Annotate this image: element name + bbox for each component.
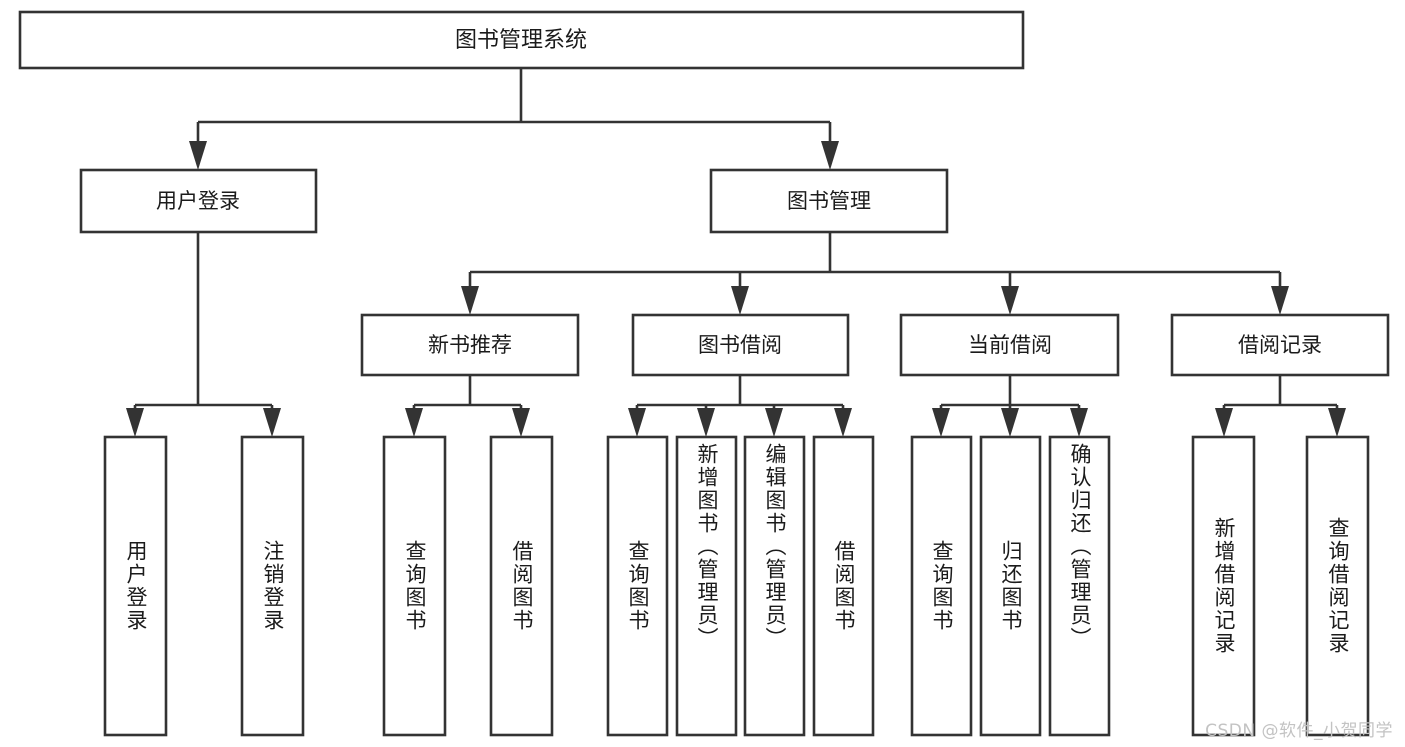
leaf-box-book-borrow-2[interactable]	[675, 435, 738, 737]
leaf-box-current-borrow-2[interactable]	[979, 435, 1042, 737]
node-new-book-recommend-box[interactable]	[360, 313, 580, 377]
connector-group-user-login	[126, 232, 281, 437]
connector-group-book-borrow	[628, 375, 852, 437]
node-borrow-record-box[interactable]	[1170, 313, 1390, 377]
arrowhead-cb-leaf-2	[1001, 408, 1019, 437]
leaf-box-user-login-1[interactable]	[103, 435, 168, 737]
connector-group-book-manage	[461, 232, 1289, 315]
node-book-borrow-box[interactable]	[631, 313, 850, 377]
node-user-login[interactable]: 用户登录	[79, 168, 318, 234]
node-book-manage[interactable]: 图书管理	[709, 168, 949, 234]
node-book-manage-label: 图书管理	[787, 189, 871, 213]
arrowhead-cb-leaf-3	[1070, 408, 1088, 437]
connector-group-current-borrow	[932, 375, 1088, 437]
arrowhead-book-borrow	[731, 286, 749, 315]
leaf-box-borrow-record-1[interactable]	[1191, 435, 1256, 737]
leaf-box-book-borrow-1[interactable]	[606, 435, 669, 737]
connector-group-root	[189, 68, 839, 170]
arrowhead-book-manage	[821, 141, 839, 170]
csdn-watermark: CSDN @软件_小贺同学	[1205, 721, 1393, 741]
arrowhead-ul-leaf-1	[126, 408, 144, 437]
node-book-borrow-label: 图书借阅	[698, 333, 782, 357]
node-root-system-label: 图书管理系统	[455, 28, 587, 53]
node-book-manage-box[interactable]	[709, 168, 949, 234]
arrowhead-current-borrow	[1001, 286, 1019, 315]
node-user-login-label: 用户登录	[156, 189, 240, 213]
connector-group-new-book	[405, 375, 530, 437]
arrowhead-bb-leaf-1	[628, 408, 646, 437]
arrowhead-user-login	[189, 141, 207, 170]
leaf-box-borrow-record-2[interactable]	[1305, 435, 1370, 737]
arrowhead-bb-leaf-2	[697, 408, 715, 437]
arrowhead-cb-leaf-1	[932, 408, 950, 437]
node-current-borrow-box[interactable]	[899, 313, 1120, 377]
arrowhead-bb-leaf-4	[834, 408, 852, 437]
node-current-borrow-label: 当前借阅	[968, 333, 1052, 357]
node-new-book-recommend-label: 新书推荐	[428, 333, 512, 357]
connector-group-borrow-record	[1215, 375, 1346, 437]
arrowhead-new-book	[461, 286, 479, 315]
node-root-system[interactable]: 图书管理系统	[18, 10, 1025, 70]
arrowhead-bb-leaf-3	[765, 408, 783, 437]
leaf-box-new-book-1[interactable]	[382, 435, 447, 737]
node-new-book-recommend[interactable]: 新书推荐	[360, 313, 580, 377]
leaf-box-user-login-2[interactable]	[240, 435, 305, 737]
node-current-borrow[interactable]: 当前借阅	[899, 313, 1120, 377]
leaf-box-current-borrow-1[interactable]	[910, 435, 973, 737]
arrowhead-br-leaf-2	[1328, 408, 1346, 437]
node-user-login-box[interactable]	[79, 168, 318, 234]
node-borrow-record[interactable]: 借阅记录	[1170, 313, 1390, 377]
arrowhead-nb-leaf-2	[512, 408, 530, 437]
leaf-box-new-book-2[interactable]	[489, 435, 554, 737]
leaf-box-book-borrow-4[interactable]	[812, 435, 875, 737]
node-book-borrow[interactable]: 图书借阅	[631, 313, 850, 377]
arrowhead-br-leaf-1	[1215, 408, 1233, 437]
arrowhead-ul-leaf-2	[263, 408, 281, 437]
leaf-box-book-borrow-3[interactable]	[743, 435, 806, 737]
arrowhead-borrow-record	[1271, 286, 1289, 315]
arrowhead-nb-leaf-1	[405, 408, 423, 437]
node-borrow-record-label: 借阅记录	[1238, 333, 1322, 357]
node-root-system-box[interactable]	[18, 10, 1025, 70]
leaf-box-current-borrow-3[interactable]	[1048, 435, 1111, 737]
